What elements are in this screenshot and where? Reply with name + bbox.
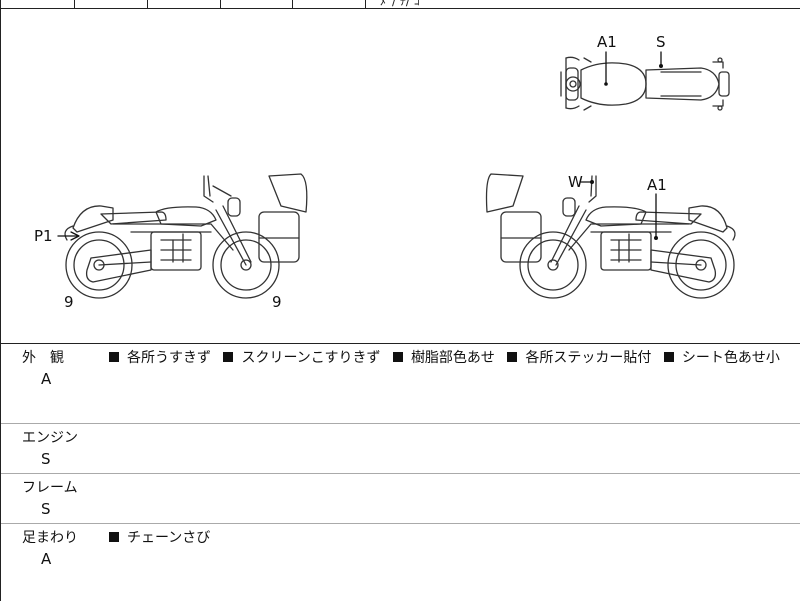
note-item: 各所うすきず xyxy=(109,350,211,366)
section-title: 足まわり xyxy=(22,530,78,546)
strip-cell xyxy=(147,0,221,8)
inspection-table: 外 観 A 各所うすきず スクリーンこすりきず 樹脂部色あせ 各所ステッカー貼付… xyxy=(0,343,800,601)
note-item: 樹脂部色あせ xyxy=(392,350,495,366)
label-right-a1: A1 xyxy=(647,176,667,194)
motorcycle-left-view xyxy=(57,173,308,299)
motorcycle-top-view xyxy=(560,51,730,111)
note-item: シート色あせ小 xyxy=(663,350,780,366)
note-item: 各所ステッカー貼付 xyxy=(507,350,651,366)
label-left-front-wheel: 9 xyxy=(272,293,282,311)
strip-cell xyxy=(220,0,293,8)
section-engine: エンジン S xyxy=(1,424,800,474)
section-suspension: 足まわり A チェーンさび xyxy=(1,524,800,601)
motorcycle-right-view xyxy=(485,173,736,299)
label-left-p1: P1 xyxy=(34,227,53,245)
label-top-a1: A1 xyxy=(597,33,617,51)
note-item: スクリーンこすりきず xyxy=(223,350,380,366)
label-top-s: S xyxy=(656,33,666,51)
section-grade: S xyxy=(41,500,51,518)
damage-diagram: A1 S P1 9 9 W A1 xyxy=(0,9,800,343)
section-grade: S xyxy=(41,450,51,468)
section-frame: フレーム S xyxy=(1,474,800,524)
strip-cell xyxy=(292,0,366,8)
square-bullet-icon xyxy=(109,532,119,542)
section-title: エンジン xyxy=(22,430,78,446)
strip-cell xyxy=(74,0,148,8)
section-title: 外 観 xyxy=(22,350,64,366)
square-bullet-icon xyxy=(507,352,518,362)
label-right-w: W xyxy=(568,173,583,191)
section-notes: チェーンさび xyxy=(109,527,218,547)
square-bullet-icon xyxy=(392,352,403,362)
section-exterior: 外 観 A 各所うすきず スクリーンこすりきず 樹脂部色あせ 各所ステッカー貼付… xyxy=(1,344,800,424)
square-bullet-icon xyxy=(109,352,119,362)
strip-cropped-text: ﾒﾞ/ ﾁ/ ｺﾞ xyxy=(380,0,426,8)
strip-cell xyxy=(0,0,75,8)
square-bullet-icon xyxy=(223,352,234,362)
section-notes: 各所うすきず スクリーンこすりきず 樹脂部色あせ 各所ステッカー貼付 シート色あ… xyxy=(109,347,788,367)
strip-cell xyxy=(365,0,800,8)
motorcycle-drawings xyxy=(57,51,736,299)
label-left-rear-wheel: 9 xyxy=(64,293,74,311)
top-table-strip: ﾒﾞ/ ﾁ/ ｺﾞ xyxy=(0,0,800,9)
section-title: フレーム xyxy=(22,480,78,496)
section-grade: A xyxy=(41,550,52,568)
section-grade: A xyxy=(41,370,52,388)
note-item: チェーンさび xyxy=(109,530,210,546)
square-bullet-icon xyxy=(663,352,674,362)
